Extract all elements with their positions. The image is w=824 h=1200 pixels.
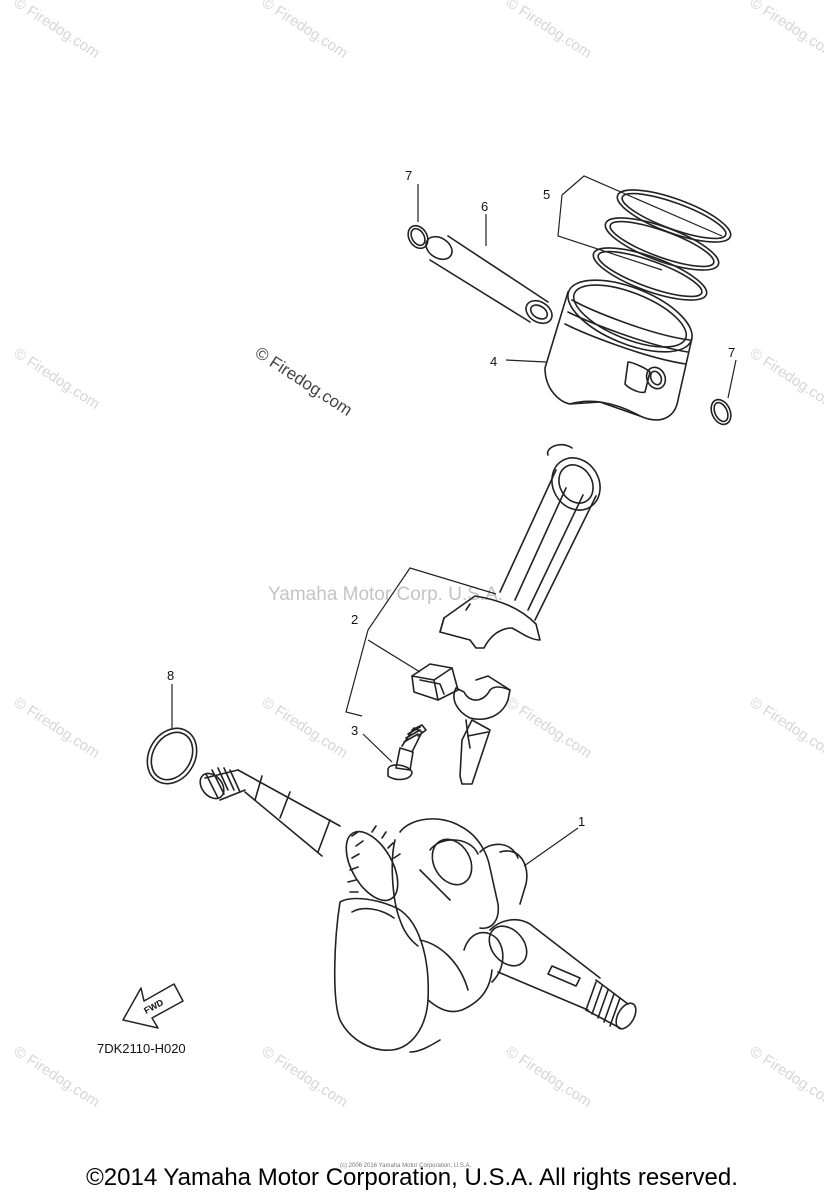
callout-3: 3	[351, 723, 358, 738]
rod-bolt	[387, 724, 427, 781]
crank-thrust-ring	[146, 727, 198, 785]
callout-1: 1	[578, 814, 585, 829]
callout-6: 6	[481, 199, 488, 214]
forward-arrow-icon: FWD	[122, 983, 184, 1029]
callout-7-right: 7	[728, 345, 735, 360]
piston-rings	[592, 189, 732, 301]
connecting-rod-cap	[411, 663, 511, 785]
callout-4: 4	[490, 354, 497, 369]
diagram-code: 7DK2110-H020	[97, 1041, 186, 1056]
callout-8: 8	[167, 668, 174, 683]
piston	[544, 279, 693, 421]
watermark-center: Yamaha Motor Corp. U.S.A.	[268, 584, 504, 605]
connecting-rod	[439, 443, 601, 649]
leader-lines	[171, 175, 737, 867]
callout-7-left: 7	[405, 168, 412, 183]
callout-2: 2	[351, 612, 358, 627]
callout-5: 5	[543, 187, 550, 202]
piston-pin	[425, 235, 553, 325]
circlip-left	[407, 224, 429, 250]
copyright-footer: ©2014 Yamaha Motor Corporation, U.S.A. A…	[86, 1164, 738, 1191]
circlip-right	[710, 398, 732, 426]
tiny-copyright-notice: (c) 2006 2016 Yamaha Motor Corporation, …	[340, 1163, 472, 1169]
crankshaft	[199, 767, 637, 1053]
